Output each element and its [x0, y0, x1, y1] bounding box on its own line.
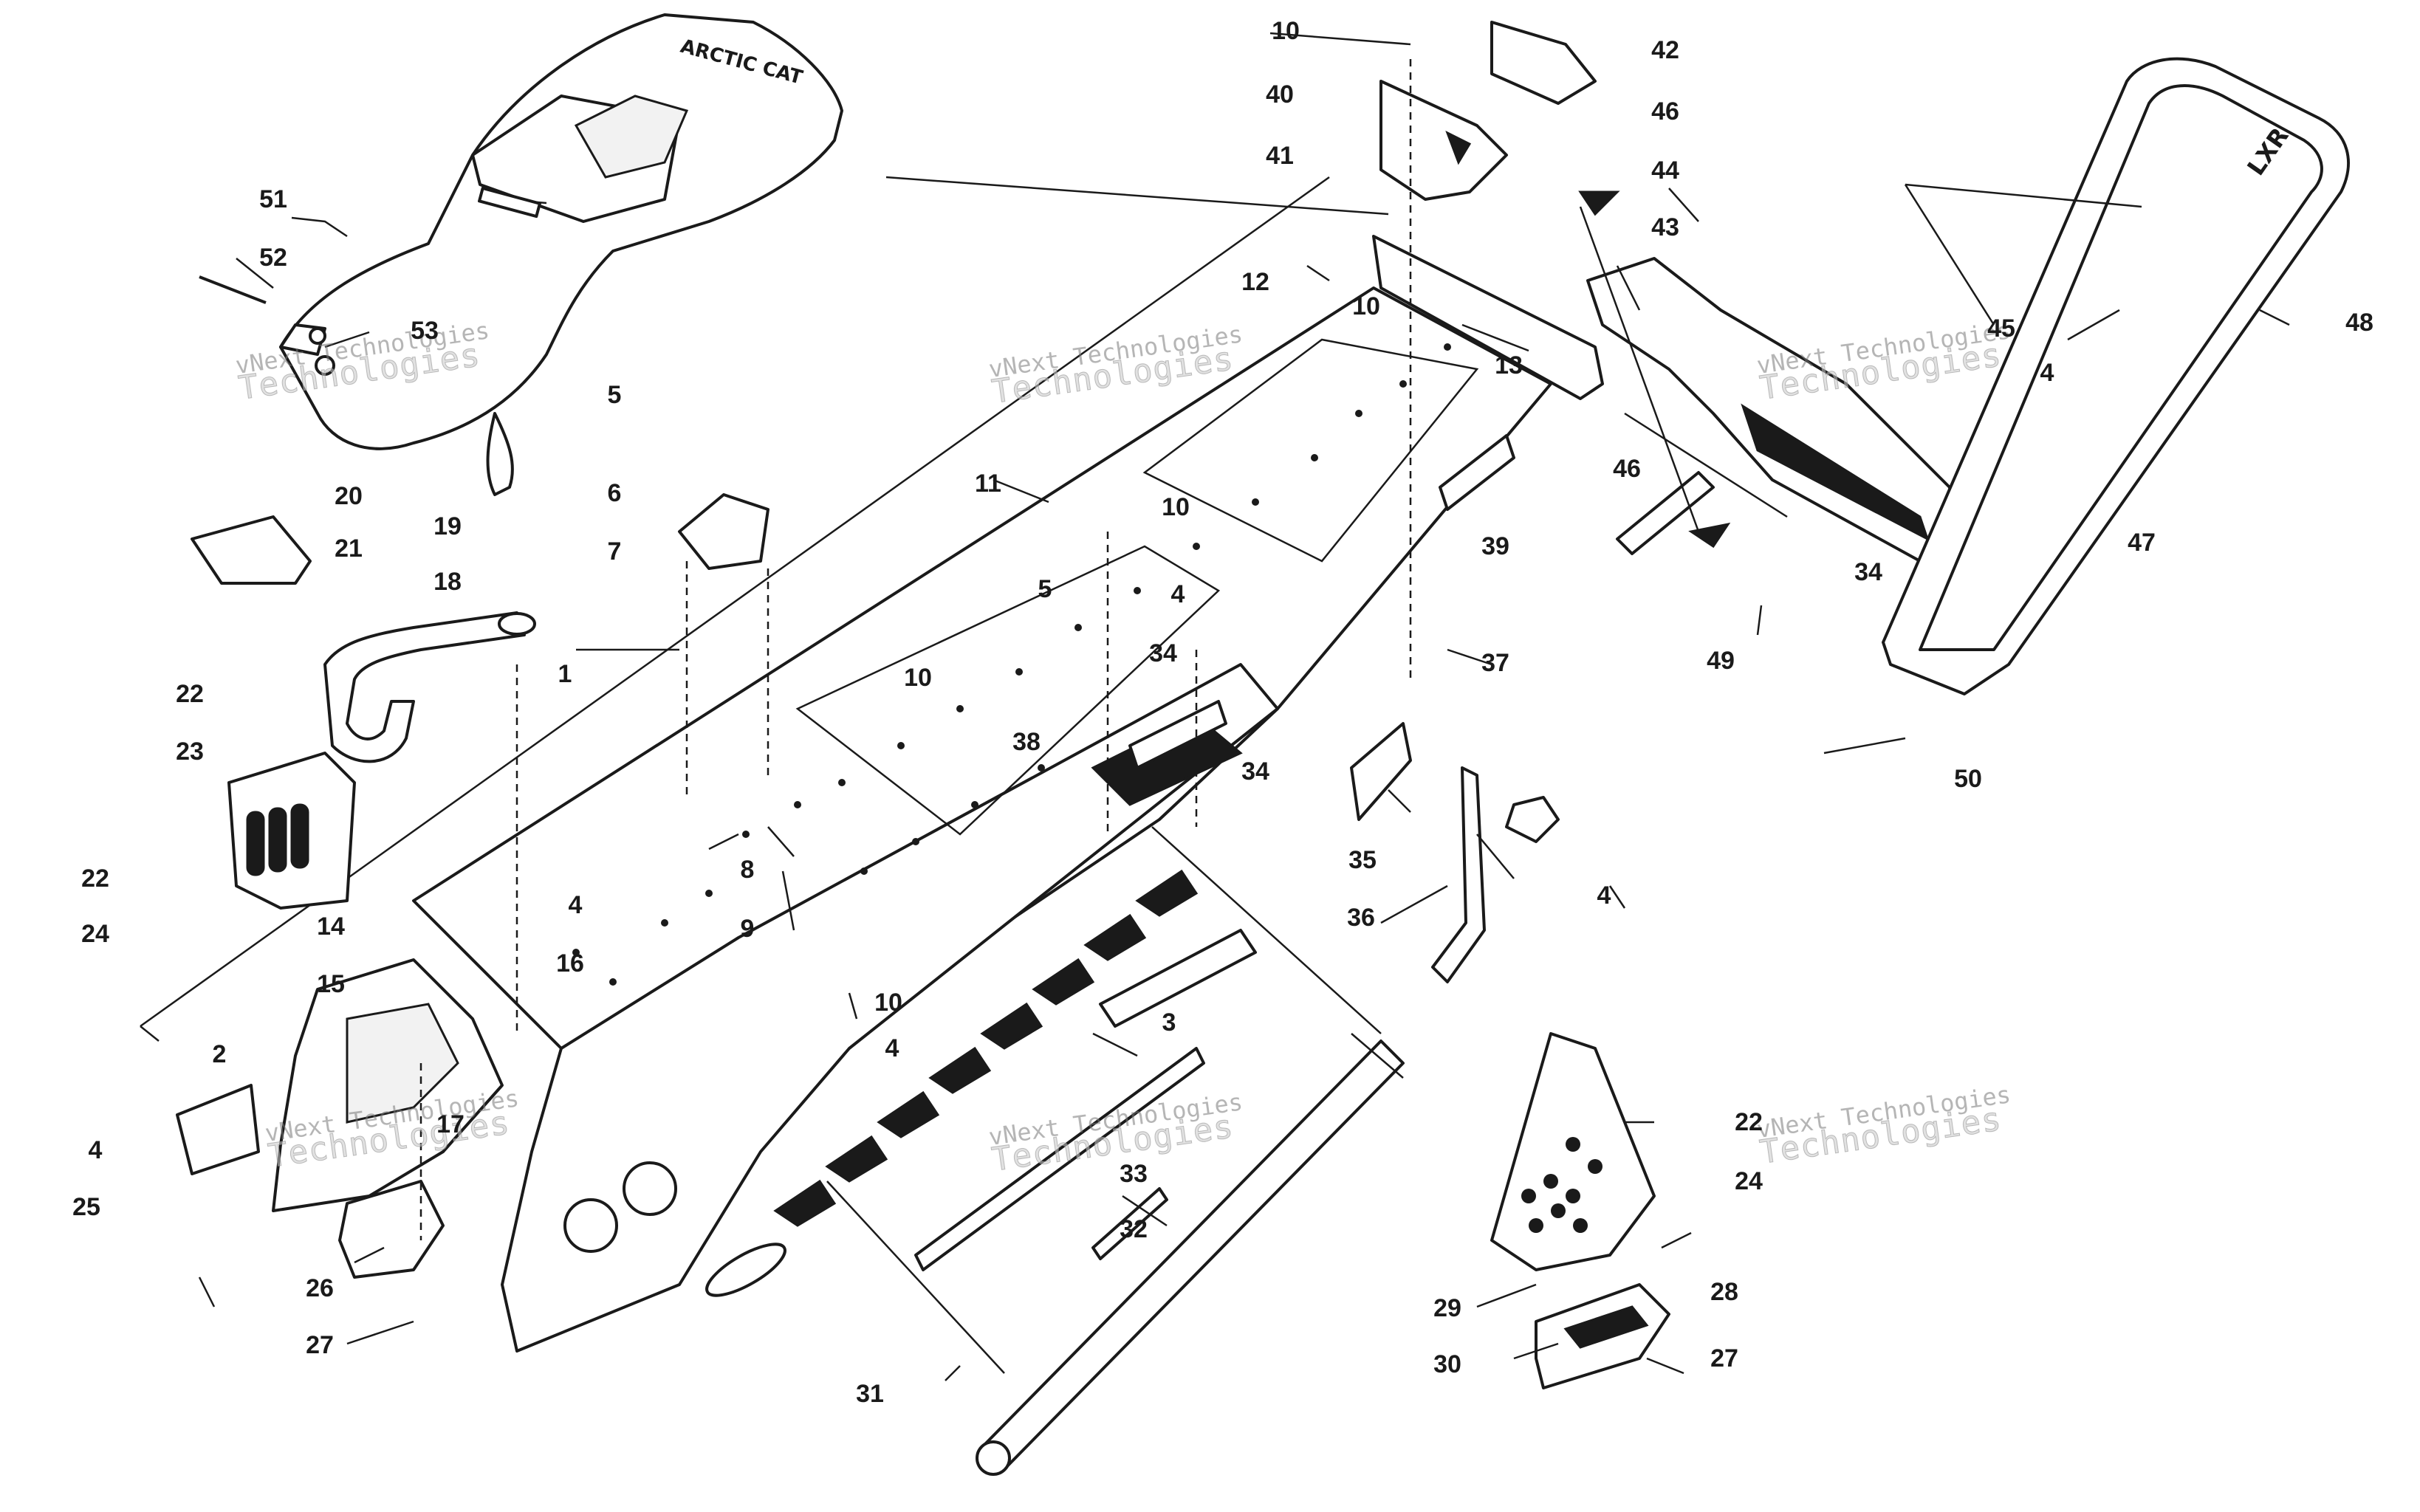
right-footrest: [1490, 1032, 1670, 1389]
callout-19: 19: [433, 512, 462, 540]
callout-18: 18: [433, 568, 462, 596]
callout-5: 5: [1038, 575, 1052, 603]
callout-16: 16: [556, 949, 584, 977]
callout-35: 35: [1348, 846, 1377, 874]
callout-3: 3: [1162, 1008, 1176, 1037]
rod-and-strap: [976, 722, 1560, 1476]
callout-10: 10: [904, 664, 932, 692]
callout-5: 5: [607, 381, 622, 409]
callout-12: 12: [1241, 268, 1269, 296]
callout-4: 4: [88, 1136, 103, 1164]
snow-flap: [1586, 257, 1958, 563]
tunnel-cap: [191, 515, 312, 585]
assembly-lines: [419, 59, 2142, 1374]
callout-43: 43: [1651, 213, 1679, 241]
callout-27: 27: [306, 1331, 334, 1359]
tunnel-cutouts: [773, 869, 1199, 1227]
callout-47: 47: [2128, 529, 2156, 557]
callout-44: 44: [1651, 157, 1679, 185]
callout-4: 4: [568, 891, 583, 919]
callout-34: 34: [1241, 757, 1269, 786]
callout-14: 14: [317, 913, 345, 941]
callout-33: 33: [1120, 1160, 1148, 1188]
heat-shield: [1091, 700, 1243, 806]
callout-11: 11: [975, 470, 1001, 498]
callout-9: 9: [740, 915, 755, 943]
callout-24: 24: [81, 920, 109, 948]
tunnel-rivets: [572, 343, 1451, 986]
callout-52: 52: [259, 244, 287, 272]
callout-49: 49: [1707, 647, 1735, 675]
callout-20: 20: [335, 482, 363, 510]
callout-31: 31: [856, 1380, 884, 1408]
callout-39: 39: [1481, 532, 1509, 560]
callout-10: 10: [1272, 17, 1300, 45]
callout-40: 40: [1266, 80, 1294, 109]
callout-4: 4: [1597, 882, 1611, 910]
callout-50: 50: [1954, 765, 1982, 793]
callout-42: 42: [1651, 36, 1679, 64]
strap-33: [914, 1047, 1205, 1271]
callout-23: 23: [176, 738, 204, 766]
callout-46: 46: [1613, 455, 1641, 483]
callout-22: 22: [1735, 1108, 1763, 1136]
rear-bumper: LXR: [1616, 57, 2350, 695]
callout-24: 24: [1735, 1167, 1763, 1195]
rear-handle: [227, 611, 536, 910]
callout-46: 46: [1651, 97, 1679, 126]
seat-assembly: ARCTIC CAT: [279, 13, 843, 496]
bracket-13: [1372, 235, 1604, 400]
running-boards: [1099, 434, 1515, 1028]
callout-7: 7: [607, 537, 622, 566]
callout-45: 45: [1987, 315, 2015, 343]
bracket-7: [678, 493, 769, 570]
callout-10: 10: [874, 989, 902, 1017]
callout-10: 10: [1352, 292, 1380, 320]
leader-lines: [198, 32, 2290, 1381]
callout-25: 25: [72, 1193, 100, 1221]
callout-1: 1: [558, 660, 572, 688]
callout-22: 22: [176, 680, 204, 708]
callout-48: 48: [2345, 309, 2373, 337]
callout-22: 22: [81, 865, 109, 893]
callout-51: 51: [259, 185, 287, 213]
callout-36: 36: [1347, 904, 1375, 932]
callout-38: 38: [1012, 728, 1041, 756]
callout-21: 21: [335, 535, 363, 563]
callout-4: 4: [2040, 359, 2054, 387]
callout-10: 10: [1162, 493, 1190, 521]
front-bracket: [176, 958, 504, 1279]
callout-53: 53: [411, 317, 439, 345]
callout-13: 13: [1495, 351, 1523, 379]
rear-flap-bracket: [1379, 21, 1597, 201]
callout-41: 41: [1266, 142, 1294, 170]
callout-6: 6: [607, 479, 622, 507]
callout-27: 27: [1710, 1344, 1738, 1372]
callout-8: 8: [740, 856, 755, 884]
callout-17: 17: [436, 1110, 465, 1138]
callout-2: 2: [212, 1040, 227, 1068]
callout-34: 34: [1149, 639, 1177, 667]
seat-fasteners: [199, 275, 335, 376]
callout-4: 4: [885, 1034, 899, 1062]
tunnel: [412, 286, 1552, 1353]
direction-arrows: [1578, 190, 1731, 549]
callout-26: 26: [306, 1274, 334, 1302]
callout-34: 34: [1854, 558, 1882, 586]
callout-4: 4: [1170, 580, 1185, 608]
callout-15: 15: [317, 970, 345, 998]
callout-28: 28: [1710, 1278, 1738, 1306]
callout-30: 30: [1433, 1350, 1461, 1378]
footrest-holes: [1521, 1137, 1603, 1233]
callout-29: 29: [1433, 1294, 1461, 1322]
callout-37: 37: [1481, 649, 1509, 677]
callout-32: 32: [1120, 1215, 1148, 1243]
